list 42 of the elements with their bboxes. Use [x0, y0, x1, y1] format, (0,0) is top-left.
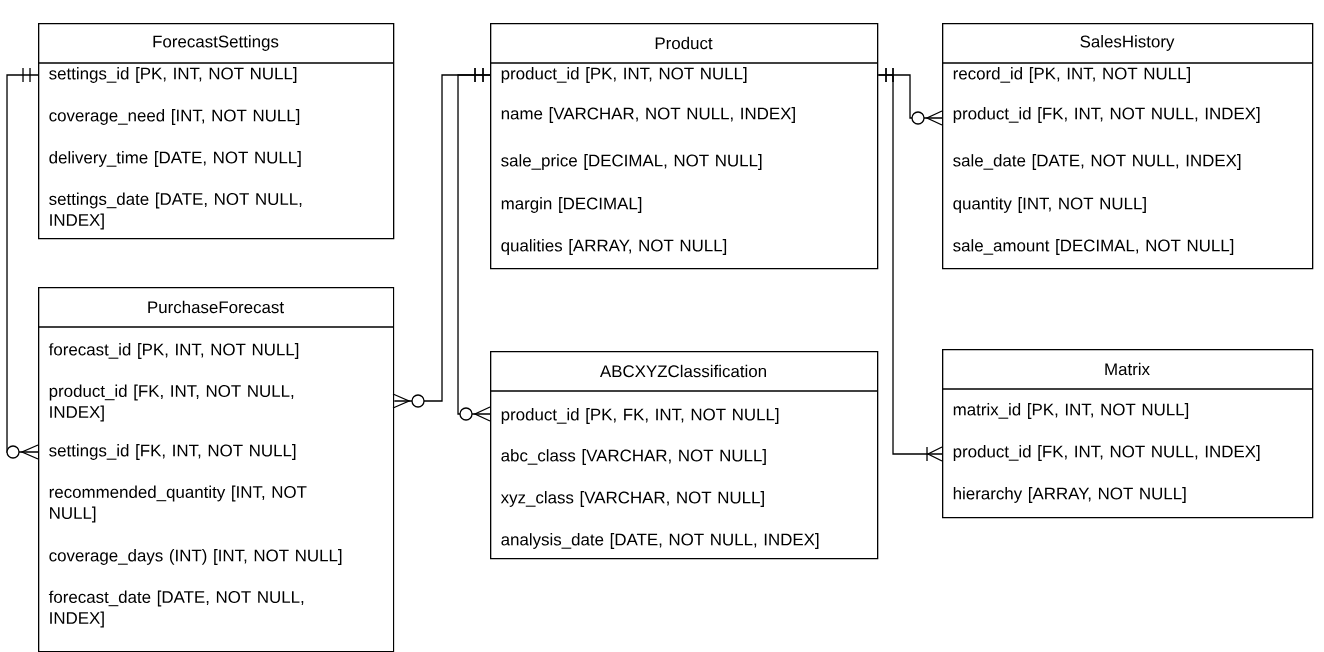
field-row: abc_class [VARCHAR, NOT NULL]: [501, 449, 766, 465]
entity-table: [489, 351, 879, 560]
field-row: xyz_class [VARCHAR, NOT NULL]: [500, 491, 764, 507]
field-row: delivery_time [DATE, NOT NULL]: [49, 151, 301, 167]
field-row: product_id [PK, FK, INT, NOT NULL]: [501, 408, 779, 424]
field-row: qualities [ARRAY, NOT NULL]: [501, 239, 727, 255]
field-row: coverage_days (INT) [INT, NOT NULL]: [49, 549, 342, 565]
relationship-line: [6, 67, 39, 460]
table-title: SalesHistory: [1080, 35, 1175, 51]
field-row: recommended_quantity [INT, NOT NULL]: [49, 485, 307, 523]
field-row: analysis_date [DATE, NOT NULL, INDEX]: [501, 533, 819, 549]
field-row: product_id [FK, INT, NOT NULL, INDEX]: [953, 107, 1260, 123]
field-row: product_id [FK, INT, NOT NULL, INDEX]: [953, 445, 1260, 461]
table-title: PurchaseForecast: [148, 300, 284, 314]
relationship-line: [457, 67, 491, 422]
field-row: forecast_id [PK, INT, NOT NULL]: [48, 343, 299, 359]
entity-table: [37, 23, 395, 240]
field-row: matrix_id [PK, INT, NOT NULL]: [953, 403, 1189, 419]
table-title: ForecastSettings: [153, 35, 279, 51]
entity-table: [489, 23, 879, 270]
field-row: settings_date [DATE, NOT NULL, INDEX]: [49, 192, 302, 230]
field-row: sale_amount [DECIMAL, NOT NULL]: [953, 239, 1234, 255]
field-row: name [VARCHAR, NOT NULL, INDEX]: [501, 107, 795, 123]
field-row: margin [DECIMAL]: [501, 197, 642, 213]
table-title: Product: [655, 36, 713, 50]
field-row: coverage_need [INT, NOT NULL]: [49, 109, 300, 125]
field-row: hierarchy [ARRAY, NOT NULL]: [953, 487, 1186, 503]
field-row: sale_price [DECIMAL, NOT NULL]: [501, 154, 762, 170]
field-row: forecast_date [DATE, NOT NULL, INDEX]: [48, 590, 304, 628]
table-title: Matrix: [1105, 362, 1150, 376]
field-row: quantity [INT, NOT NULL]: [953, 197, 1146, 213]
field-row: settings_id [PK, INT, NOT NULL]: [49, 67, 297, 83]
field-row: product_id [FK, INT, NOT NULL, INDEX]: [49, 384, 294, 422]
field-row: record_id [PK, INT, NOT NULL]: [953, 67, 1190, 83]
table-title: ABCXYZClassification: [599, 364, 766, 378]
field-row: sale_date [DATE, NOT NULL, INDEX]: [953, 154, 1241, 170]
field-row: settings_id [FK, INT, NOT NULL]: [49, 444, 296, 460]
entity-table: [37, 287, 395, 652]
relationship-line: [877, 67, 943, 462]
field-row: product_id [PK, INT, NOT NULL]: [501, 67, 747, 83]
entity-table: [941, 23, 1314, 270]
entity-table: [941, 349, 1314, 519]
